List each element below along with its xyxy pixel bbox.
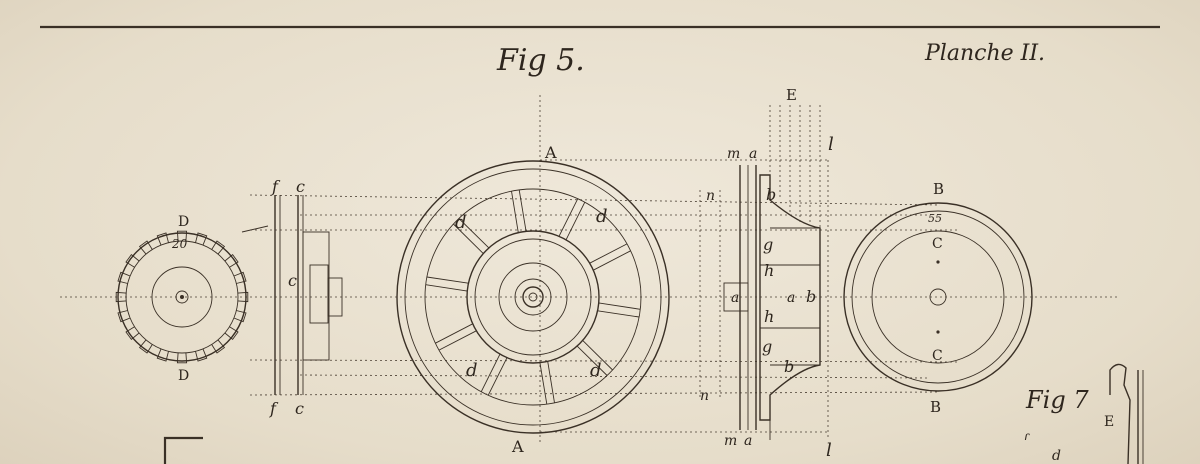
gear-tooth bbox=[195, 232, 208, 246]
label-l-top: l bbox=[828, 134, 834, 155]
gear-tooth bbox=[156, 232, 169, 246]
figure-title: Fig 5. bbox=[496, 43, 585, 78]
label-C-top: C bbox=[932, 236, 943, 252]
label-g-top: g bbox=[763, 235, 773, 254]
label-55: 55 bbox=[928, 212, 942, 225]
label-d-lower-left: d bbox=[466, 360, 478, 381]
wheel-spoke bbox=[539, 362, 548, 405]
label-E-fig7: E bbox=[1104, 414, 1114, 430]
fig7-title: Fig 7 bbox=[1025, 386, 1089, 414]
label-b-mid: b bbox=[806, 287, 816, 306]
wheel-spoke bbox=[425, 284, 468, 292]
wheel-spoke bbox=[558, 198, 579, 237]
gear-tooth bbox=[117, 271, 131, 284]
label-20: 20 bbox=[171, 237, 188, 251]
gear-tooth bbox=[117, 310, 131, 323]
label-B-top: B bbox=[933, 180, 944, 198]
gear-tooth bbox=[237, 291, 249, 303]
wheel-spoke bbox=[518, 189, 527, 232]
label-c-top: c bbox=[296, 177, 305, 196]
wheel-spoke bbox=[547, 361, 555, 403]
label-a-top: a bbox=[749, 146, 757, 162]
wheel-spoke bbox=[593, 250, 631, 271]
label-E-top: E bbox=[786, 86, 797, 104]
gear-tooth bbox=[224, 326, 239, 341]
gear-tooth bbox=[138, 240, 153, 255]
wheel-spoke bbox=[576, 345, 608, 376]
gear-tooth bbox=[115, 291, 127, 303]
gear-tooth bbox=[224, 253, 239, 268]
label-a-box: a bbox=[731, 290, 739, 306]
gear-tooth bbox=[176, 230, 188, 242]
wheel-spoke bbox=[487, 357, 508, 396]
label-s-fig7: ɾ bbox=[1024, 429, 1030, 443]
wheel-spoke bbox=[597, 310, 640, 318]
gear-tooth bbox=[233, 271, 247, 284]
labels: A A D 20 D f c c f c d d d d m a m a E l… bbox=[171, 86, 1114, 464]
label-m-top: m bbox=[727, 146, 740, 162]
wheel-spoke bbox=[426, 276, 469, 284]
gear-tooth bbox=[125, 326, 140, 341]
wheel-spoke bbox=[511, 191, 519, 233]
label-n-top: n bbox=[706, 188, 715, 204]
wheel-spoke bbox=[480, 353, 501, 393]
label-d-upper-left: d bbox=[455, 212, 467, 233]
label-D-bottom: D bbox=[178, 368, 189, 384]
fig7-fragment bbox=[163, 363, 1144, 464]
side-plates bbox=[241, 195, 343, 395]
label-d-lower-right: d bbox=[590, 360, 602, 381]
wheel-spoke bbox=[438, 330, 477, 351]
right-disc bbox=[843, 202, 1033, 392]
label-d-upper-right: d bbox=[596, 206, 608, 227]
label-h-top: h bbox=[764, 261, 774, 280]
wheel-spoke bbox=[435, 323, 473, 344]
plate-title: Planche II. bbox=[924, 41, 1045, 66]
label-b-bottom: b bbox=[784, 357, 794, 376]
gear-tooth bbox=[211, 339, 226, 354]
label-a-bottom: a bbox=[744, 433, 752, 449]
gear-tooth bbox=[195, 348, 208, 362]
label-n-bottom: n bbox=[700, 388, 709, 404]
label-g-bottom: g bbox=[762, 337, 772, 356]
label-A-top: A bbox=[544, 143, 557, 162]
label-a-mid: a bbox=[787, 290, 795, 306]
gear-tooth bbox=[233, 310, 247, 323]
wheel-spoke bbox=[453, 223, 484, 254]
section-view bbox=[723, 105, 829, 440]
wheel-spoke bbox=[565, 201, 586, 241]
label-d-fig7: d bbox=[1052, 448, 1061, 464]
gear-tooth bbox=[176, 352, 188, 364]
label-h-bottom: h bbox=[764, 307, 774, 326]
label-b-top: b bbox=[766, 185, 776, 204]
small-gear bbox=[115, 230, 249, 364]
label-c-mid: c bbox=[288, 271, 297, 290]
wheel-spoke bbox=[458, 218, 490, 249]
large-spoked-wheel bbox=[396, 160, 670, 434]
label-c-bottom: c bbox=[295, 399, 304, 418]
label-A-bottom: A bbox=[511, 437, 524, 456]
wheel-spoke bbox=[582, 340, 613, 371]
label-B-bottom: B bbox=[930, 398, 941, 416]
label-f-top: f bbox=[271, 177, 281, 196]
wheel-spoke bbox=[598, 302, 641, 310]
label-C-bottom: C bbox=[932, 348, 943, 364]
wheel-spoke bbox=[589, 243, 628, 264]
gear-tooth bbox=[156, 348, 169, 362]
label-l-bottom: l bbox=[826, 440, 832, 461]
label-D-top: D bbox=[178, 214, 189, 230]
projection-lines bbox=[60, 95, 1120, 445]
label-f-bottom: f bbox=[269, 399, 279, 418]
gear-tooth bbox=[125, 253, 140, 268]
label-m-bottom: m bbox=[724, 433, 737, 449]
gear-tooth bbox=[138, 339, 153, 354]
gear-tooth bbox=[211, 240, 226, 255]
